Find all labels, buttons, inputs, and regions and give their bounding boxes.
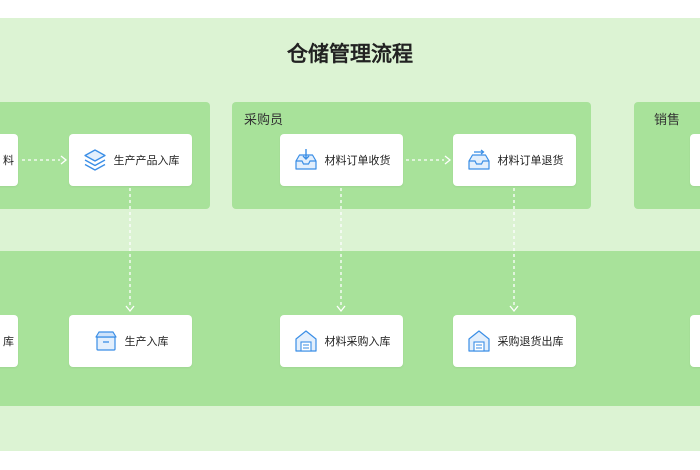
diagram-canvas: 仓储管理流程 采购员 销售 料 生产产品入库 — [0, 18, 700, 451]
node-label: 生产产品入库 — [113, 154, 180, 167]
layers-icon — [83, 149, 106, 171]
node-purchase-return-outbound[interactable]: 采购退货出库 — [453, 315, 576, 367]
node-label: 材料订单收货 — [324, 154, 391, 167]
lane-label-purchaser: 采购员 — [244, 113, 284, 128]
node-partial-right-top[interactable] — [690, 134, 700, 186]
node-material-purchase-inbound[interactable]: 材料采购入库 — [280, 315, 403, 367]
warehouse-icon — [467, 330, 490, 352]
node-label: 料 — [3, 154, 14, 167]
inbox-download-icon — [294, 149, 317, 170]
node-partial-right-bottom[interactable] — [690, 315, 700, 367]
inbox-upload-icon — [467, 149, 490, 170]
node-material-order-receive[interactable]: 材料订单收货 — [280, 134, 403, 186]
node-label: 采购退货出库 — [497, 335, 564, 348]
lane-sales — [634, 102, 700, 209]
node-label: 库 — [3, 335, 14, 348]
node-label: 生产入库 — [124, 335, 169, 348]
node-partial-left-bottom[interactable]: 库 — [0, 315, 18, 367]
lane-label-sales: 销售 — [654, 113, 681, 128]
node-production-product-inbound[interactable]: 生产产品入库 — [69, 134, 192, 186]
box-icon — [94, 331, 117, 351]
diagram-title: 仓储管理流程 — [287, 42, 413, 66]
warehouse-icon — [294, 330, 317, 352]
node-label: 材料订单退货 — [497, 154, 564, 167]
node-label: 材料采购入库 — [324, 335, 391, 348]
node-production-inbound[interactable]: 生产入库 — [69, 315, 192, 367]
node-material-order-return[interactable]: 材料订单退货 — [453, 134, 576, 186]
node-partial-left-top[interactable]: 料 — [0, 134, 18, 186]
